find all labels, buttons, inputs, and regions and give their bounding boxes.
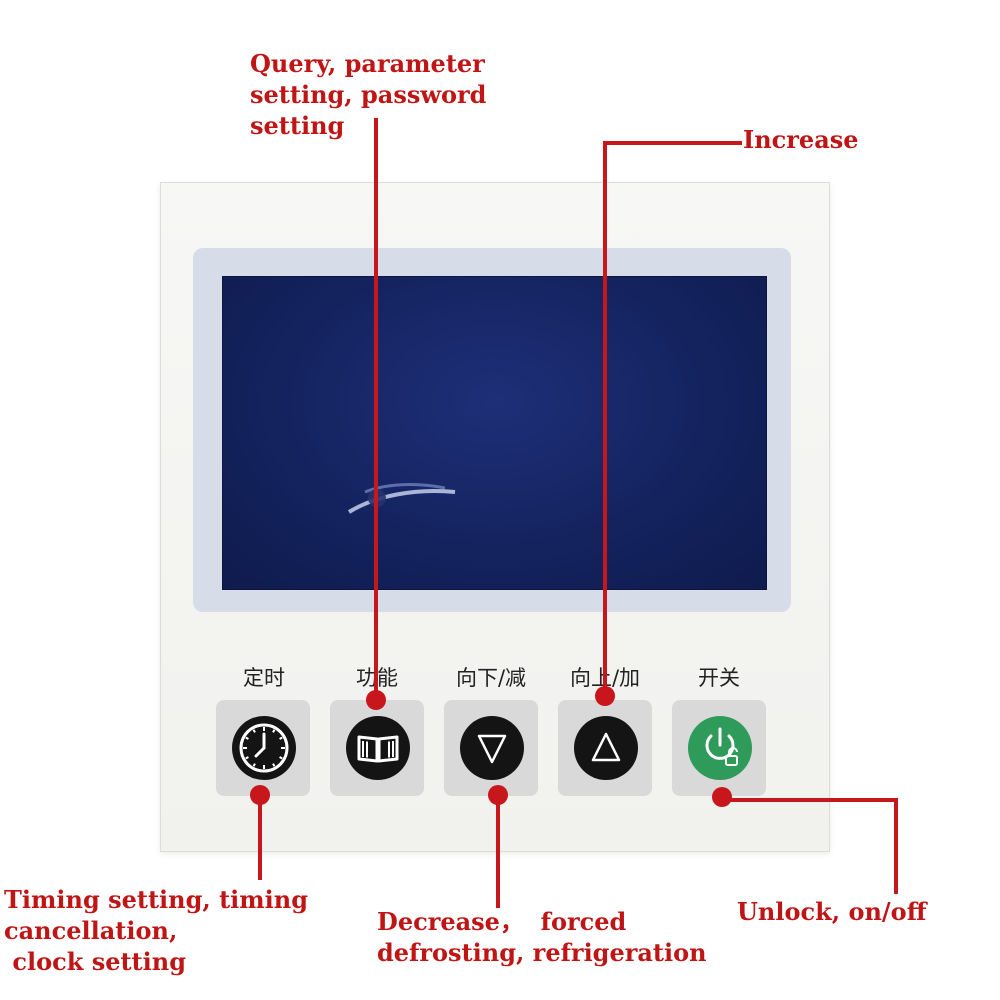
power-button-label: 开关 (698, 666, 740, 690)
triangle-up-icon (591, 732, 621, 762)
up-button[interactable] (558, 700, 652, 796)
power-leader-vertical (894, 798, 898, 894)
function-button[interactable] (330, 700, 424, 796)
increase-leader-vertical (603, 141, 607, 697)
power-callout-text: Unlock, on/off (737, 897, 927, 926)
power-callout-dot (712, 787, 732, 807)
lcd-display (222, 276, 767, 590)
down-button-label: 向下/减 (455, 666, 527, 690)
increase-callout-text: Increase (743, 125, 859, 154)
timer-callout-text: Timing setting, timing cancellation, clo… (4, 885, 309, 976)
timer-button[interactable] (216, 700, 310, 796)
function-leader-line (374, 118, 378, 700)
increase-leader-horizontal (603, 141, 742, 145)
increase-callout-dot (595, 686, 615, 706)
power-unlock-icon (705, 727, 738, 766)
timer-button-label: 定时 (243, 666, 285, 690)
book-icon (357, 735, 399, 763)
clock-icon (239, 723, 289, 773)
brand-logo-icon (347, 483, 456, 514)
power-button[interactable] (672, 700, 766, 796)
down-button[interactable] (444, 700, 538, 796)
timer-callout-dot (250, 785, 270, 805)
down-callout-dot (488, 785, 508, 805)
function-callout-text: Query, parameter setting, password setti… (250, 49, 487, 140)
function-callout-dot (366, 690, 386, 710)
brand-logo-text (420, 494, 650, 514)
down-leader-line (496, 800, 500, 908)
timer-leader-line (258, 800, 262, 880)
down-callout-text: Decrease， forced defrosting, refrigerati… (377, 907, 707, 967)
triangle-down-icon (477, 734, 507, 764)
power-leader-horizontal (728, 798, 898, 802)
